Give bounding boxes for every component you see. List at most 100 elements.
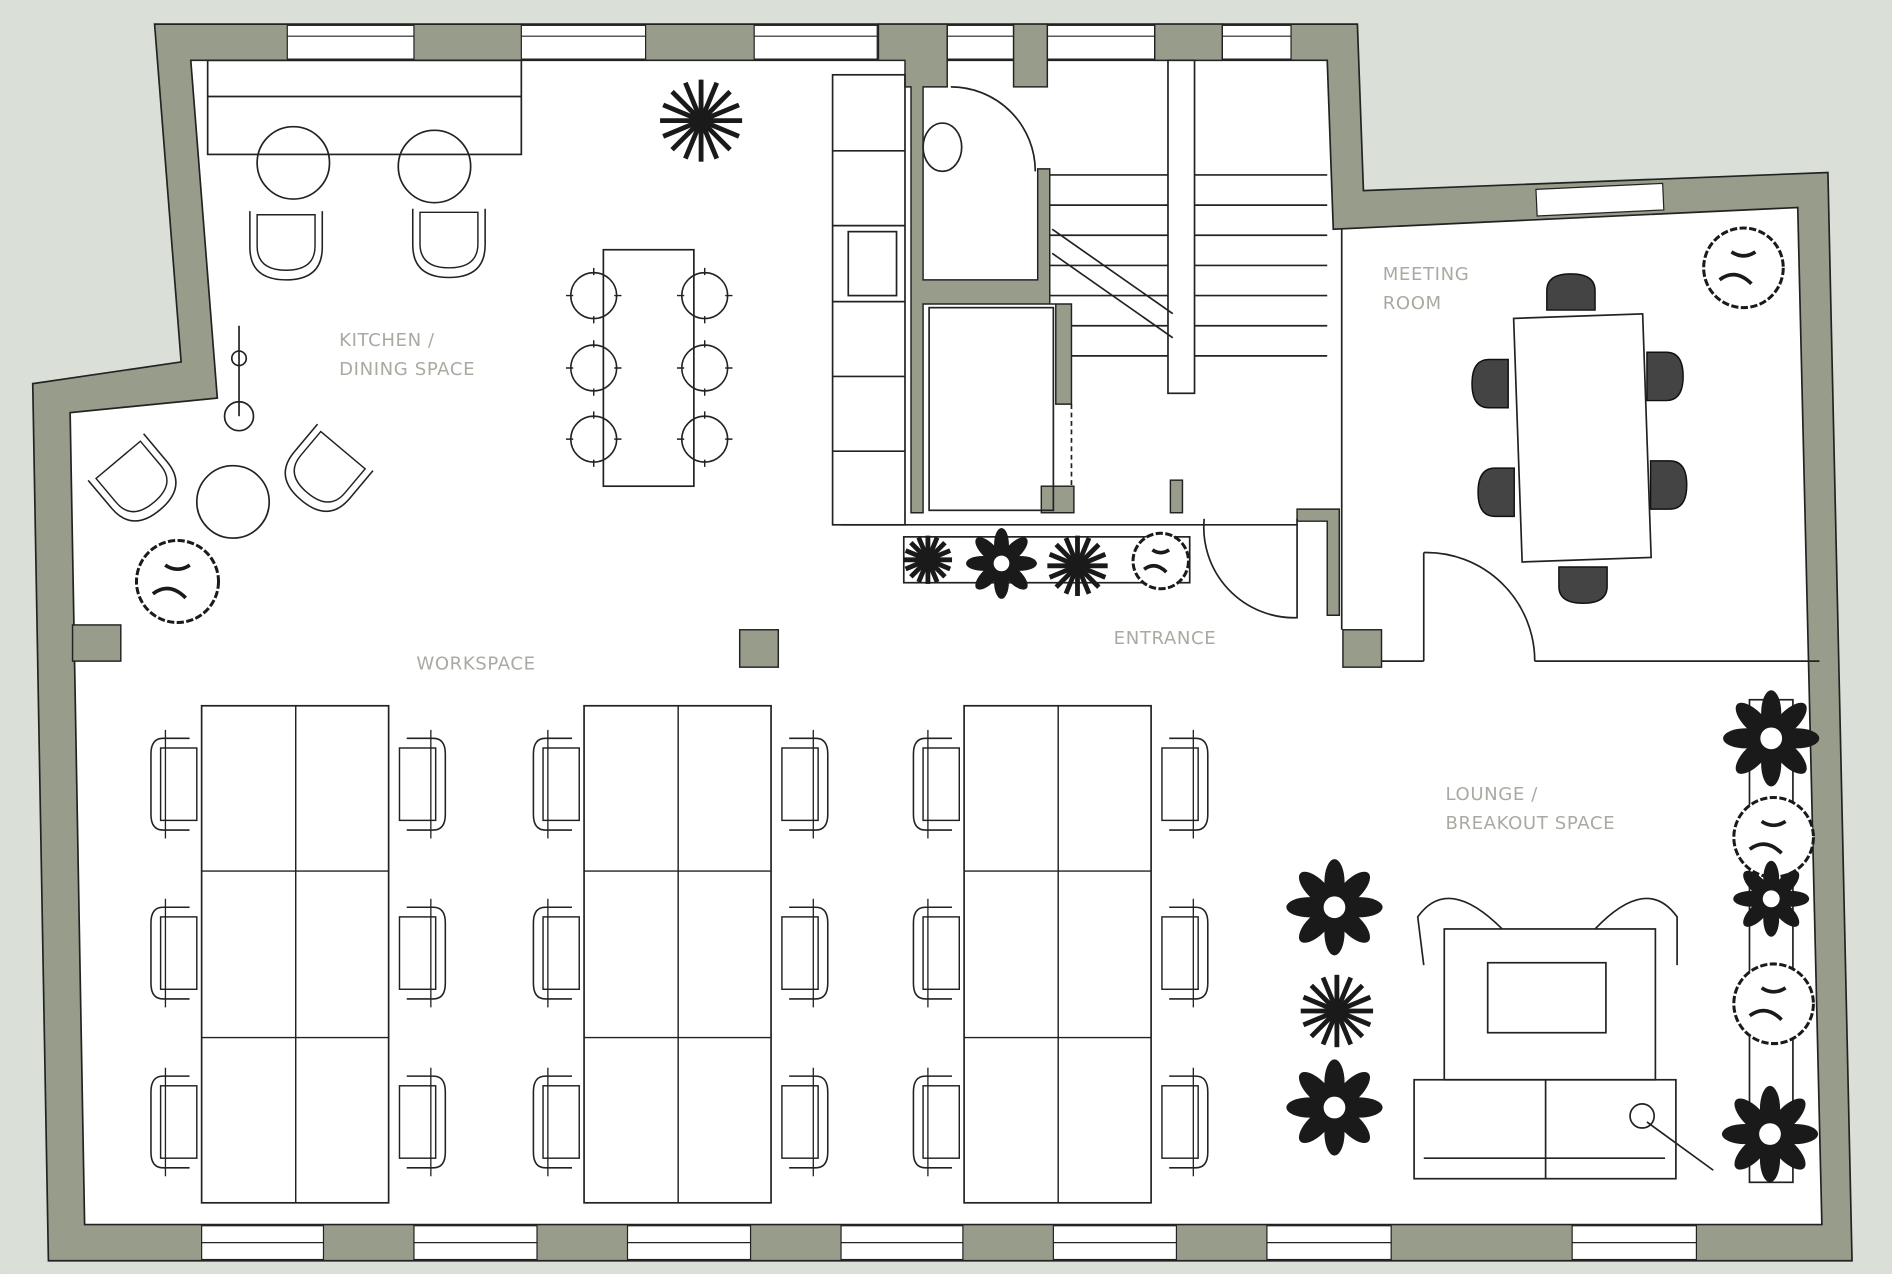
leaf [1771,870,1800,899]
office-chair [1161,1067,1209,1177]
plant-branch [1748,819,1787,855]
stool-legs [676,411,733,467]
office-chair [398,1067,447,1177]
office-chair [781,729,829,839]
stool-legs [676,267,733,324]
leaf [1298,907,1335,943]
label-entrance: ENTRANCE [1114,628,1217,649]
chair-shell [1169,906,1209,1000]
floor-area [69,59,1823,1226]
plant-canopy [134,538,221,625]
chair-seat [159,1085,198,1159]
office-chair [150,898,198,1008]
chair-seat [398,747,437,822]
branch [683,119,704,160]
plant-branch [1143,548,1171,574]
stair-core [831,59,1820,662]
meeting-chair [1649,460,1688,510]
window [1221,24,1292,60]
chair-shell [406,1075,447,1169]
round-plant-icon [1702,226,1785,310]
branch [698,81,720,122]
meeting-chair [1646,351,1684,402]
stool-legs [565,267,622,324]
meeting-chair [1546,273,1596,311]
chair-shell [150,906,190,1000]
branch [662,102,703,123]
round-plant-icon [903,535,953,584]
leaf [1001,563,1028,590]
stool-legs [676,340,733,396]
furniture [87,208,1688,1204]
plant-branch [1718,250,1757,286]
armchair [411,208,486,279]
leaf-center [1761,889,1781,909]
branch [662,118,703,139]
label-meeting-2: ROOM [1383,293,1442,314]
branch [1076,552,1107,569]
stool-legs [565,411,622,467]
leaf [1771,738,1807,774]
chair-shell [532,1075,573,1169]
branch [699,89,732,123]
branch [700,118,740,139]
meeting-table [1512,313,1653,563]
window [946,24,1015,60]
star-plant-icon [966,527,1037,599]
leaf [1298,1107,1335,1144]
office-chair [1161,729,1209,839]
leaf [1298,871,1335,908]
leaf-center [1757,1121,1783,1147]
chair-seat [398,1085,437,1159]
office-chair [781,898,829,1008]
branch [670,118,703,152]
round-plant-icon [134,538,221,625]
office-chair [532,729,580,839]
office-chair [912,898,960,1008]
chair-seat [1161,1085,1199,1159]
leaf [1735,702,1772,739]
chair-seat [781,1085,819,1159]
leaf [1334,1107,1371,1144]
chair-seat [542,1085,580,1159]
window [753,24,878,60]
branch [1335,994,1372,1014]
plant-canopy [1732,962,1815,1046]
round-plant-icon [1131,531,1191,591]
chair-shell [406,906,447,1000]
chair-shell [789,906,829,1000]
leaf [1743,898,1772,927]
leaf [1334,871,1371,908]
chair-seat [922,916,960,991]
armchair-seat [419,211,479,269]
meeting-chair-shape [1546,273,1596,311]
leaf [1771,702,1807,739]
armchair-back [411,208,486,279]
office-chair [532,1067,580,1177]
label-kitchen-2: DINING SPACE [339,359,475,380]
leaf [1771,898,1800,927]
branch [698,119,720,160]
branch [700,102,740,123]
round-plant-icon [660,79,743,162]
window [286,24,415,60]
meeting-chair-shape [1471,358,1509,409]
star-plant-icon [1286,859,1383,956]
chair-shell [150,737,190,831]
chair-shell [789,1075,829,1169]
office-chair [912,729,960,839]
round-plant-icon [1300,974,1374,1048]
chair-seat [542,747,580,822]
plant-branch [1748,986,1787,1022]
meeting-chair-shape [1646,351,1684,402]
branch [926,548,952,563]
meeting-chair [1477,467,1515,518]
leaf [1770,1134,1806,1170]
leaf [1298,1071,1335,1108]
meeting-chair-shape [1558,566,1608,604]
meeting-chair [1558,566,1608,604]
windows [201,24,1698,1261]
chair-seat [542,916,580,991]
star-plant-icon [1286,1059,1383,1156]
chair-seat [159,916,198,991]
